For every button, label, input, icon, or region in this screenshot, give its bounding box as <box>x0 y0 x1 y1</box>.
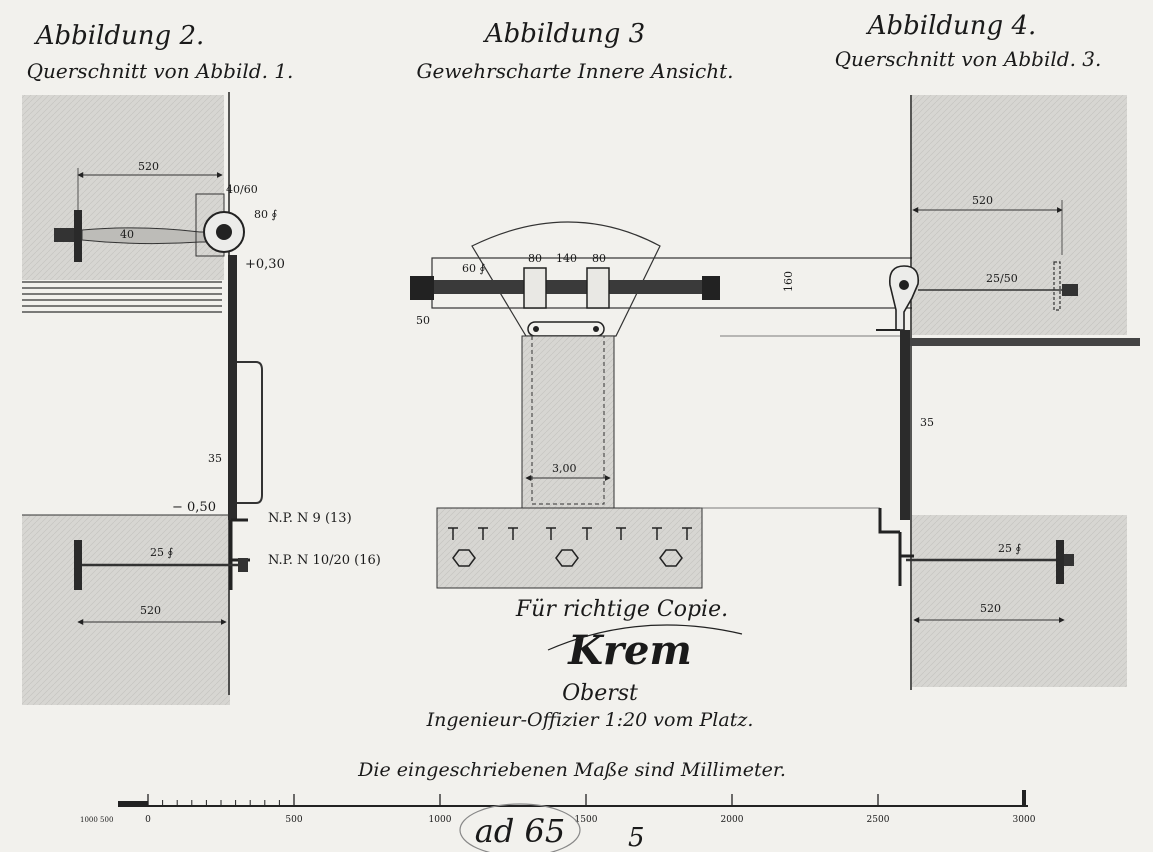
fig4-wall-upper <box>912 95 1127 335</box>
fig3-swing-arc <box>471 221 661 337</box>
scale-label: 500 <box>285 815 302 825</box>
fig3-base-block <box>436 507 703 589</box>
fig3-link-pin-right <box>593 326 599 332</box>
fig4-dim-width-bottom: 520 <box>980 602 1001 615</box>
fig3-shaft <box>418 280 718 294</box>
stamp-number: 5 <box>628 823 645 852</box>
fig2-dim-rod: 40 <box>120 228 134 241</box>
scale-ticks <box>147 794 1025 806</box>
fig2-dim-width-bottom: 520 <box>140 604 161 617</box>
fig2-hinge-pin <box>216 224 232 240</box>
fig3-dim-depth: 160 <box>782 271 795 292</box>
fig3-nut-left <box>410 276 434 300</box>
fig2-wall-upper <box>22 95 224 280</box>
fig2-nut-bottom <box>238 558 248 572</box>
fig3-dim-w1: 80 <box>528 252 542 265</box>
scale-label: 0 <box>145 815 151 825</box>
fig2-profile-1: N.P. N 9 (13) <box>268 511 352 526</box>
fig2-anchor-plate-top <box>74 210 82 262</box>
fig2-dim-bar: 35 <box>208 452 222 465</box>
fig4-subtitle: Querschnitt von Abbild. 3. <box>835 47 1102 71</box>
fig4-wall-lower <box>912 515 1127 687</box>
scale-label: 1500 <box>575 815 598 825</box>
fig3-dim-shaft: 60 ∮ <box>462 262 485 275</box>
fig3-hinge-block-left <box>523 267 547 309</box>
figure-4: Abbildung 4. Querschnitt von Abbild. 3. … <box>835 11 1140 690</box>
fig2-profile-2: N.P. N 10/20 (16) <box>268 553 381 568</box>
fig3-hex-nut-1 <box>452 549 476 567</box>
fig2-subtitle: Querschnitt von Abbild. 1. <box>27 59 294 83</box>
fig3-shutter-plate <box>521 335 615 509</box>
fig4-nut-top <box>1062 284 1078 296</box>
fig4-nut-bottom <box>1064 554 1074 566</box>
fig4-dim-bar: 35 <box>920 416 934 429</box>
fig4-dim-rod: 25/50 <box>986 272 1018 285</box>
scale-label: 2500 <box>867 815 890 825</box>
fig2-dim-width-top: 520 <box>138 160 159 173</box>
fig2-floor-layers <box>22 281 222 313</box>
fig2-dim-bolt: 25 ∮ <box>150 546 173 559</box>
fig2-nut-top <box>54 228 74 242</box>
fig4-hinge-eye <box>888 265 920 331</box>
fig2-wall-lower <box>22 515 230 705</box>
signature: Krem <box>567 627 692 674</box>
fig3-hex-nut-2 <box>555 549 579 567</box>
fig3-rivet-row <box>448 527 692 540</box>
fig2-anchor-plate-bottom <box>74 540 82 590</box>
fig2-level-bottom: − 0,50 <box>172 500 216 515</box>
scale-label: 2000 <box>721 815 744 825</box>
fig4-dim-width-top: 520 <box>972 194 993 207</box>
rank: Oberst <box>562 681 638 706</box>
fig4-title: Abbildung 4. <box>866 11 1037 41</box>
fig3-hinge-block-right <box>586 267 610 309</box>
archive-stamp: ad 65 5 <box>459 803 645 852</box>
scale-small-label: 1000 500 <box>80 816 113 824</box>
figure-3: Abbildung 3 Gewehrscharte Innere Ansicht… <box>410 19 939 589</box>
scale-label: 3000 <box>1013 815 1036 825</box>
fig4-anchor-plate-bottom <box>1056 540 1064 584</box>
fig3-dim-w2: 140 <box>556 252 577 265</box>
attest-line: Für richtige Copie. <box>515 597 728 622</box>
stamp-oval <box>459 803 581 852</box>
fig3-link <box>527 321 605 337</box>
footer: Für richtige Copie. Krem Oberst Ingenieu… <box>357 597 786 781</box>
fig2-title: Abbildung 2. <box>34 21 205 51</box>
fig2-shutter-bar <box>228 255 237 520</box>
fig4-anchor-plate-top <box>1053 261 1061 311</box>
stamp-text: ad 65 <box>475 812 565 850</box>
fig2-handle <box>237 361 263 504</box>
scale-bar: 0 500 1000 1500 2000 2500 3000 1000 500 <box>80 790 1036 825</box>
fig3-subtitle: Gewehrscharte Innere Ansicht. <box>417 59 734 83</box>
fig3-dim-w3: 80 <box>592 252 606 265</box>
scale-bar-subunit <box>118 801 148 806</box>
fig2-level-top: +0,30 <box>245 257 285 272</box>
fig3-title: Abbildung 3 <box>483 19 645 49</box>
fig3-hex-nut-3 <box>659 549 683 567</box>
fig4-shutter-bar <box>900 330 910 520</box>
fig3-link-pin-left <box>533 326 539 332</box>
fig2-angle-bracket <box>229 518 250 590</box>
scale-labels: 0 500 1000 1500 2000 2500 3000 <box>145 815 1036 825</box>
figure-2: Abbildung 2. Querschnitt von Abbild. 1. … <box>22 21 381 705</box>
fig4-angle-bracket <box>878 508 914 586</box>
office-line: Ingenieur-Offizier 1:20 vom Platz. <box>426 709 754 731</box>
fig2-dim-eye: 40/60 <box>226 183 258 196</box>
signature-flourish <box>547 624 743 651</box>
scale-label: 1000 <box>429 815 452 825</box>
fig4-hinge-pin <box>899 280 909 290</box>
fig2-dim-pin: 80 ∮ <box>254 208 277 221</box>
fig3-nut-right <box>702 276 720 300</box>
units-note: Die eingeschriebenen Maße sind Millimete… <box>357 759 786 781</box>
fig3-slot-outline <box>531 335 605 505</box>
fig4-dim-bolt: 25 ∮ <box>998 542 1021 555</box>
fig4-floor-beam <box>900 338 1140 346</box>
fig3-dim-slot-width: 3,00 <box>552 462 577 475</box>
fig3-dim-nut: 50 <box>416 314 430 327</box>
